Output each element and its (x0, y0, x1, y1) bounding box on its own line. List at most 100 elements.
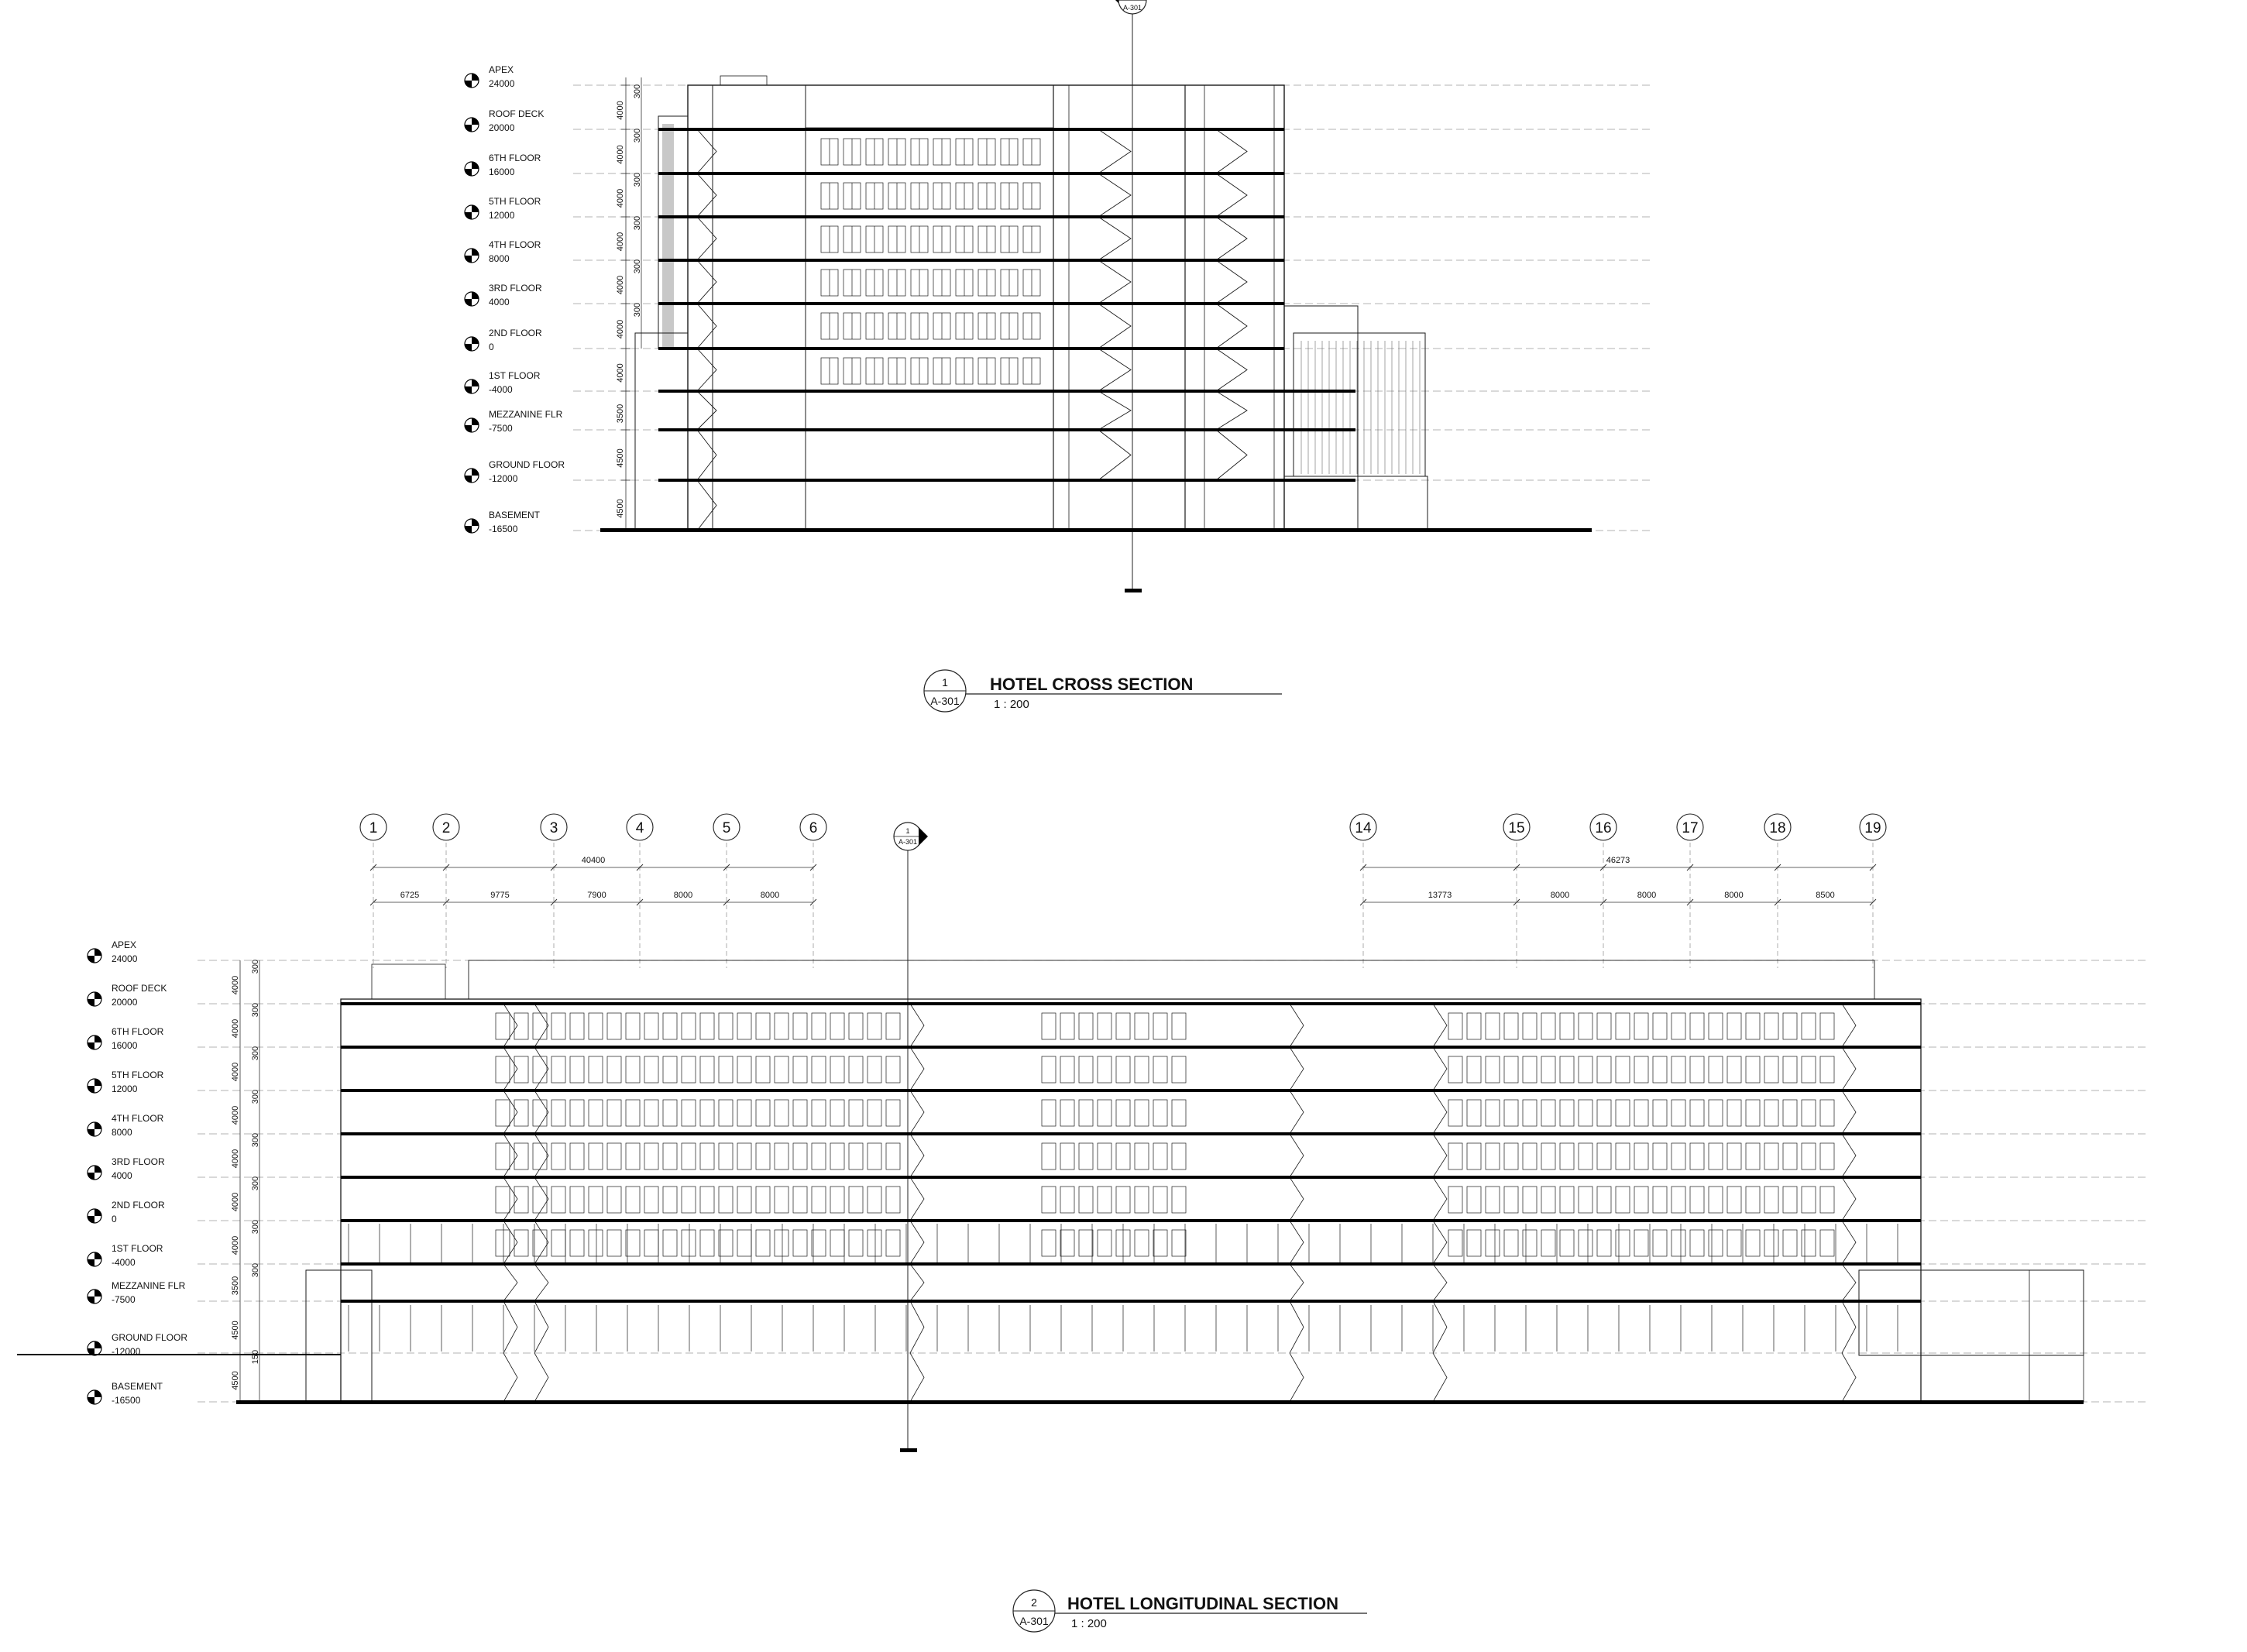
long-stair-flight (1432, 1090, 1448, 1135)
long-window (662, 1229, 678, 1257)
long-window (755, 1099, 771, 1127)
grid-bubble (1349, 813, 1377, 841)
long-window (755, 1186, 771, 1214)
long-window (1596, 1099, 1612, 1127)
long-window (1078, 1186, 1094, 1214)
cross-stair-flight (1098, 429, 1132, 481)
long-window (737, 1186, 752, 1214)
long-window (1634, 1186, 1649, 1214)
cross-datum-fill-b (465, 386, 472, 393)
long-storey-dimensions: 4000400040004000400040004000350045004500… (231, 960, 260, 1402)
grid-bubble (432, 813, 460, 841)
cross-section-title: HOTEL CROSS SECTION (990, 675, 1193, 694)
bay-dim: 7900 (587, 891, 606, 900)
long-window (867, 1012, 882, 1040)
cross-stair-flight (1215, 129, 1248, 174)
cross-stair-flight (1215, 259, 1248, 304)
cross-stair-flight (1215, 348, 1248, 392)
long-window (1153, 1099, 1168, 1127)
long-window (606, 1012, 622, 1040)
long-window (1782, 1142, 1798, 1170)
long-window (867, 1186, 882, 1214)
long-window (1819, 1099, 1835, 1127)
cross-ref-sheet: A-301 (930, 695, 960, 707)
cross-slab-dim: 300 (633, 303, 642, 317)
cross-stair-flight (696, 479, 717, 531)
long-window (885, 1142, 901, 1170)
long-stair-flight (1432, 1133, 1448, 1178)
cross-cut-end (1125, 589, 1142, 592)
cross-datum-fill-a (472, 74, 479, 81)
cross-level-elev: -4000 (489, 384, 513, 395)
long-window (1134, 1012, 1149, 1040)
long-datum-fill-b (88, 1297, 94, 1303)
long-window (885, 1229, 901, 1257)
long-window (1171, 1186, 1187, 1214)
long-window (1171, 1056, 1187, 1084)
grid-label: 15 (1508, 820, 1524, 836)
long-level-elev: 0 (112, 1214, 117, 1224)
long-window (662, 1056, 678, 1084)
long-window (1466, 1099, 1482, 1127)
cross-slab (658, 128, 1284, 131)
long-window (718, 1056, 734, 1084)
long-window (1708, 1012, 1723, 1040)
cross-datum-fill-a (472, 519, 479, 526)
long-window (1782, 1012, 1798, 1040)
long-window (1801, 1012, 1816, 1040)
long-datum-fill-a (94, 1290, 101, 1297)
cross-datum-fill-a (472, 337, 479, 344)
long-window (774, 1142, 789, 1170)
cross-level-elev: 0 (489, 342, 494, 352)
long-window (1671, 1099, 1686, 1127)
long-window (830, 1186, 845, 1214)
long-storey-dim: 3500 (231, 1276, 240, 1295)
long-window (830, 1099, 845, 1127)
grid-bubble (359, 813, 387, 841)
long-window (1782, 1186, 1798, 1214)
long-slab-dim: 300 (251, 1220, 260, 1234)
long-window (1671, 1142, 1686, 1170)
long-window (532, 1099, 548, 1127)
long-window (867, 1099, 882, 1127)
long-window (495, 1142, 510, 1170)
grid-bubble (1503, 813, 1531, 841)
long-window (1097, 1012, 1112, 1040)
long-window (1801, 1229, 1816, 1257)
long-window (1708, 1099, 1723, 1127)
long-stair-flight (1432, 1263, 1448, 1302)
overall-dim-tick (1359, 864, 1367, 871)
cross-storey-dim: 3500 (616, 404, 625, 423)
long-window (551, 1229, 566, 1257)
long-window (1578, 1229, 1593, 1257)
cross-stair-flight (1215, 390, 1248, 431)
long-window (1596, 1142, 1612, 1170)
long-window (737, 1142, 752, 1170)
long-window (1782, 1056, 1798, 1084)
long-window (1671, 1186, 1686, 1214)
long-window (699, 1142, 715, 1170)
cross-stair-flight (696, 216, 717, 261)
long-stair-flight (503, 1133, 518, 1178)
long-window (1726, 1099, 1742, 1127)
long-window (1745, 1229, 1761, 1257)
long-stair-flight (534, 1176, 549, 1221)
long-slab (341, 1300, 1921, 1303)
long-window (606, 1186, 622, 1214)
long-window (1171, 1142, 1187, 1170)
long-datum-fill-a (94, 1079, 101, 1086)
long-window (514, 1142, 529, 1170)
long-level-name: APEX (112, 939, 136, 950)
grid-label: 2 (442, 820, 451, 836)
cross-section-title-block: 1 A-301 HOTEL CROSS SECTION 1 : 200 (923, 669, 1282, 713)
long-window (532, 1186, 548, 1214)
bay-dim-tick (809, 898, 817, 906)
cross-section-mark-sheet: A-301 (1123, 4, 1142, 12)
long-window (718, 1012, 734, 1040)
long-window (532, 1056, 548, 1084)
long-window (718, 1099, 734, 1127)
cross-datum-fill-a (472, 418, 479, 425)
long-window (1522, 1142, 1538, 1170)
long-mark-number: 1 (905, 827, 909, 835)
long-window (1448, 1056, 1463, 1084)
